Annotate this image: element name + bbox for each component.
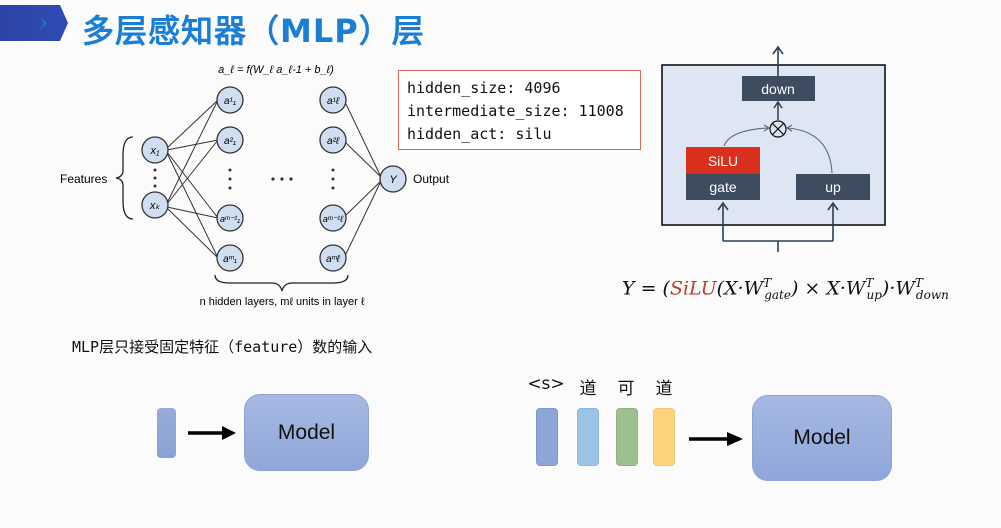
token-label-1: 道 [579, 379, 597, 399]
up-label: up [825, 179, 841, 195]
config-hidden-act: hidden_act: silu [407, 125, 552, 143]
svg-text:xₖ: xₖ [149, 200, 161, 212]
equation-silu: SiLU [669, 277, 717, 300]
svg-text:a¹ℓ: a¹ℓ [327, 96, 340, 107]
down-block [742, 76, 815, 101]
hidden-layers-caption: n hidden layers, mℓ units in layer ℓ [200, 296, 365, 308]
hidden-node: aᵐ⁻¹ℓ [319, 204, 347, 232]
layers-ellipsis [271, 177, 293, 181]
token-vector-3 [653, 408, 675, 466]
input-arrows [717, 201, 839, 252]
network-edges [166, 99, 382, 259]
hidden-node: a¹₁ [216, 86, 244, 114]
hidden-node: a²ℓ [319, 126, 347, 154]
model-box-right: Model [752, 395, 892, 481]
gate-label: gate [709, 179, 736, 195]
page-title: 多层感知器（MLP）层 [82, 12, 425, 50]
input-node-x1: x₁ [141, 136, 169, 164]
features-label: Features [60, 172, 107, 186]
hidden-ellipsis [331, 168, 335, 190]
multiply-icon [769, 120, 787, 138]
svg-text:a²₁: a²₁ [224, 136, 236, 147]
model-box-left: Model [244, 394, 369, 471]
config-intermediate-size: intermediate_size: 11008 [407, 102, 624, 120]
hidden-node: a²₁ [216, 126, 244, 154]
config-box: hidden_size: 4096 intermediate_size: 110… [398, 70, 641, 150]
down-label: down [761, 81, 794, 97]
mlp-block-diagram: down SiLU gate up [661, 45, 886, 252]
arrow-right-icon [689, 432, 743, 446]
mlp-network-diagram: a_ℓ = f(W_ℓ a_ℓ-1 + b_ℓ) Features x₁ xₖ … [60, 64, 450, 308]
hidden-layers-brace [214, 274, 349, 292]
features-brace [115, 136, 134, 220]
layer-formula: a_ℓ = f(W_ℓ a_ℓ-1 + b_ℓ) [218, 64, 334, 76]
svg-text:aᵐℓ: aᵐℓ [326, 254, 341, 265]
token-vector-1 [577, 408, 599, 466]
output-arrow-icon [772, 45, 784, 55]
svg-text:aᵐ⁻¹₁: aᵐ⁻¹₁ [220, 214, 240, 224]
silu-block [686, 147, 760, 174]
hidden-node: a¹ℓ [319, 86, 347, 114]
svg-text:Y: Y [389, 174, 397, 186]
svg-text:a²ℓ: a²ℓ [327, 136, 340, 147]
hidden-ellipsis [228, 168, 232, 190]
token-vector-2 [616, 408, 638, 466]
input-node-xk: xₖ [141, 191, 169, 219]
up-block [796, 174, 870, 200]
svg-text:a¹₁: a¹₁ [224, 96, 236, 107]
title-bar-decoration [0, 5, 68, 41]
input-ellipsis [153, 168, 157, 188]
config-hidden-size: hidden_size: 4096 [407, 79, 561, 97]
feature-vector [157, 408, 176, 458]
token-label-2: 可 [617, 379, 635, 399]
arrow-right-icon [188, 426, 236, 440]
svg-text:x₁: x₁ [150, 145, 161, 157]
silu-label: SiLU [708, 153, 738, 169]
token-label-bos: <s> [527, 374, 565, 394]
fixed-feature-note: MLP层只接受固定特征（feature）数的输入 [72, 338, 373, 356]
hidden-node: aᵐℓ [319, 244, 347, 272]
output-label: Output [413, 172, 450, 186]
hidden-node: aᵐ₁ [216, 244, 244, 272]
mlp-equation: Y = (SiLU(X·WTgate) × X·WTup)·WTdown [622, 276, 949, 303]
output-node-y: Y [379, 165, 407, 193]
token-label-3: 道 [655, 379, 673, 399]
svg-text:aᵐ⁻¹ℓ: aᵐ⁻¹ℓ [323, 214, 343, 224]
hidden-node: aᵐ⁻¹₁ [216, 204, 244, 232]
svg-text:aᵐ₁: aᵐ₁ [223, 254, 237, 265]
token-vector-bos [536, 408, 558, 466]
gate-block [686, 174, 760, 200]
